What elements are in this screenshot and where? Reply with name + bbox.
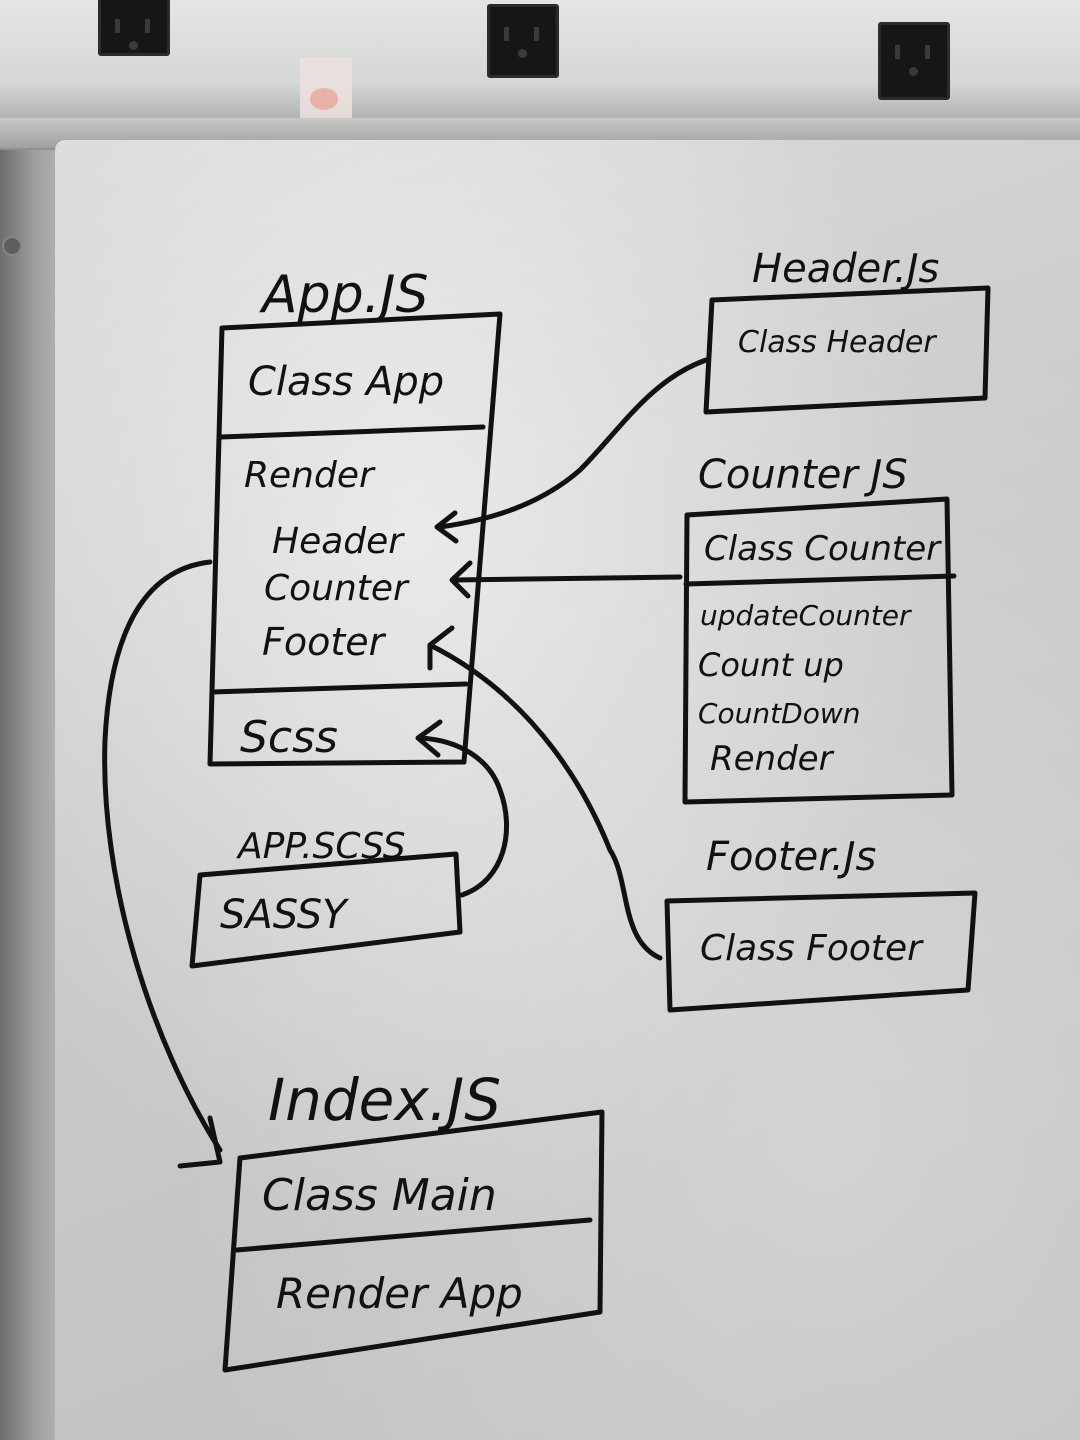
counter-js-divider [683, 573, 957, 587]
counter-js-class: Class Counter [704, 529, 942, 569]
index-js-divider [234, 1217, 593, 1253]
header-js-title: Header.Js [752, 246, 939, 292]
app-js-box [207, 311, 503, 767]
arrow-header-to-app [437, 357, 709, 530]
app-js-method-render: Render [244, 455, 376, 496]
arrow-app-to-index [102, 559, 223, 1153]
arrow-index-head [177, 1115, 223, 1169]
arrow-footer-to-app [427, 642, 663, 961]
index-js-title: Index.JS [268, 1066, 501, 1134]
counter-js-method-countdown: CountDown [698, 697, 861, 730]
footer-js-box [664, 890, 978, 1013]
side-frame [0, 150, 58, 1440]
arrow-counter-to-app [452, 574, 683, 583]
app-js-title: App.JS [259, 265, 428, 325]
index-js-box [222, 1109, 605, 1373]
app-js-method-header: Header [272, 521, 405, 562]
app-scss-box [189, 851, 463, 969]
outlet-right [878, 22, 950, 100]
outlet-left [98, 0, 170, 56]
arrow-sassy-to-scss [417, 735, 509, 898]
arrow-header-head [434, 510, 459, 544]
screw [2, 236, 22, 256]
arrow-sassy-head [415, 719, 443, 758]
counter-js-method-countup: Count up [698, 646, 844, 684]
index-js-class: Class Main [262, 1170, 497, 1221]
header-js-class: Class Header [738, 325, 937, 360]
app-js-method-footer: Footer [262, 620, 387, 664]
header-js-box [703, 285, 991, 415]
footer-js-class: Class Footer [700, 928, 924, 969]
counter-js-method-update: updateCounter [700, 599, 912, 632]
counter-js-method-render: Render [710, 739, 835, 779]
arrow-counter-head [449, 560, 473, 599]
outlet-middle [487, 4, 559, 78]
arrow-footer-head [427, 625, 455, 671]
index-js-method: Render App [276, 1269, 523, 1318]
app-js-style: Scss [240, 712, 338, 763]
app-js-class: Class App [248, 359, 444, 405]
app-scss-body: SASSY [220, 892, 350, 938]
app-js-method-counter: Counter [264, 568, 410, 609]
counter-js-box [682, 496, 955, 805]
app-scss-title: APP.SCSS [236, 826, 406, 867]
counter-js-title: Counter JS [698, 452, 908, 498]
app-js-divider-1 [218, 424, 486, 440]
app-js-divider-2 [209, 681, 469, 695]
footer-js-title: Footer.Js [706, 834, 876, 880]
